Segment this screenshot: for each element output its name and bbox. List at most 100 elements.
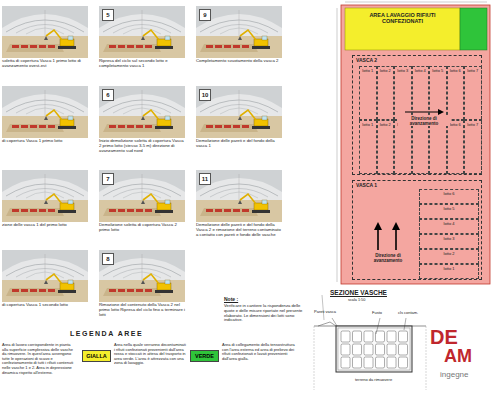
illustration-panel: 9Completamento svuotamento della vasca 2	[196, 6, 282, 65]
drum-symbol	[376, 344, 385, 355]
lot-box: lotto 1	[359, 66, 377, 120]
legend-description: Area di lavoro corrispondente in pianta …	[2, 343, 76, 375]
legend-text: GIALLA	[86, 353, 106, 359]
lot-box: lotto 6	[419, 189, 479, 204]
lot-label: lotto 2	[378, 67, 394, 73]
panel-caption: Demolizione delle pareti e del fondo del…	[196, 139, 282, 149]
panel-caption: Demolizione delle pareti e del fondo del…	[196, 223, 282, 238]
section-label: cls contam.	[398, 311, 424, 316]
drum-symbol	[399, 344, 408, 355]
legend-text: VERDE	[195, 353, 214, 359]
lot-label: lotto 2	[378, 121, 394, 127]
section-label: Pareti vasca	[314, 310, 338, 315]
lot-label: lotto 4	[413, 67, 429, 73]
drum-symbol	[341, 331, 350, 342]
site-illustration	[2, 6, 88, 58]
site-illustration	[2, 86, 88, 138]
illustration-panel: 11Demolizione delle pareti e del fondo d…	[196, 170, 282, 239]
legend-swatch: GIALLA	[82, 350, 111, 362]
section-title: SEZIONE VASCHE	[330, 289, 400, 296]
drum-symbol	[364, 344, 373, 355]
lot-box: lotto 7	[464, 66, 482, 120]
drum-symbol	[376, 357, 385, 368]
site-illustration	[2, 250, 88, 302]
site-illustration	[196, 6, 282, 58]
illustration-panel: soletta di copertura Vasca 1 primo lotto…	[2, 6, 88, 70]
lot-label: lotto 3	[420, 235, 478, 241]
lot-box: lotto 6	[447, 120, 465, 174]
lot-label: lotto 2	[420, 250, 478, 256]
panel-caption: di copertura Vasca 1 secondo lotto	[2, 303, 88, 308]
lot-label: lotto 4	[420, 220, 478, 226]
site-illustration	[99, 6, 185, 58]
lot-label: lotto 1	[360, 121, 376, 127]
area-label: AREA LAVAGGIO RIFIUTI CONFEZIONATI	[368, 12, 438, 25]
lot-box: lotto 4	[412, 120, 430, 174]
panel-caption: Demolizione soletta di copertura Vasca 2…	[99, 223, 185, 233]
lot-box: lotto 5	[429, 120, 447, 174]
illustration-panel: 7Demolizione soletta di copertura Vasca …	[99, 170, 185, 234]
lot-label: lotto 1	[360, 67, 376, 73]
tank-region: VASCA 2lotto 1lotto 2lotto 3lotto 4lotto…	[352, 55, 482, 175]
direction-label: Direzione di avanzamento	[364, 253, 412, 263]
drum-symbol	[353, 357, 362, 368]
lot-box: lotto 2	[377, 66, 395, 120]
lot-label: lotto 6	[448, 67, 464, 73]
illustration-panel: 5Ripresa del ciclo sul secondo lotto e c…	[99, 6, 185, 70]
drum-symbol	[387, 331, 396, 342]
drum-symbol	[341, 357, 350, 368]
section-label: terreno da rimuovere	[355, 378, 405, 383]
site-illustration	[99, 170, 185, 222]
illustration-panel: di copertura Vasca 1 secondo lotto	[2, 250, 88, 309]
tank-label: VASCA 1	[353, 181, 481, 189]
illustration-panel: 10Demolizione delle pareti e del fondo d…	[196, 86, 282, 150]
callout-number: 8	[102, 253, 114, 265]
legend-description: Area di collegamento della tensostruttur…	[222, 343, 298, 361]
lot-label: lotto 5	[430, 67, 446, 73]
site-illustration	[99, 250, 185, 302]
scale-label: scala 1:50	[348, 298, 388, 302]
lot-box: lotto 5	[419, 204, 479, 219]
callout-number: 5	[102, 9, 114, 21]
drum-symbol	[399, 331, 408, 342]
tank-label: VASCA 2	[353, 56, 481, 64]
panel-caption: Completamento svuotamento della vasca 2	[196, 59, 282, 64]
site-illustration	[99, 86, 185, 138]
callout-number: 7	[102, 173, 114, 185]
site-illustration	[196, 170, 282, 222]
drum-symbol	[364, 357, 373, 368]
callout-number: 9	[199, 9, 211, 21]
lot-box: lotto 2	[377, 120, 395, 174]
lot-box: lotto 4	[419, 219, 479, 234]
logo-text: ingegne	[440, 370, 492, 379]
lot-label: lotto 5	[420, 205, 478, 211]
legend-title: LEGENDA AREE	[70, 330, 170, 338]
lot-label: lotto 7	[465, 67, 481, 73]
callout-number: 10	[199, 89, 211, 101]
lot-box: lotto 6	[447, 66, 465, 120]
drum-symbol	[353, 344, 362, 355]
panel-caption: soletta di copertura Vasca 1 primo lotto…	[2, 59, 88, 69]
lot-label: lotto 1	[420, 265, 478, 271]
lot-label: lotto 7	[465, 121, 481, 127]
illustration-panel: zione delle vasca 1 del primo lotto	[2, 170, 88, 229]
panel-caption: Inizio demolizione soletta di copertura …	[99, 139, 185, 154]
lot-box: lotto 4	[412, 66, 430, 120]
drum-symbol	[376, 331, 385, 342]
illustration-panel: 6Inizio demolizione soletta di copertura…	[99, 86, 185, 155]
lot-box: lotto 2	[419, 249, 479, 264]
drum-symbol	[364, 331, 373, 342]
legend-swatch: VERDE	[190, 350, 219, 362]
lot-box: lotto 1	[419, 264, 479, 279]
lot-box: lotto 5	[429, 66, 447, 120]
drum-symbol	[387, 344, 396, 355]
lot-box: lotto 3	[419, 234, 479, 249]
panel-caption: Ripresa del ciclo sul secondo lotto e co…	[99, 59, 185, 69]
tank-region: VASCA 1lotto 6lotto 5 lotto 4 lotto 3 lotto…	[352, 180, 482, 280]
site-illustration	[2, 170, 88, 222]
direction-label: Direzione di avanzamento	[398, 116, 450, 126]
illustration-panel: 8Rimozione del contenuto della Vasca 2 n…	[99, 250, 185, 319]
drum-symbol	[399, 357, 408, 368]
illustration-panel: di copertura Vasca 1 primo lotto	[2, 86, 88, 145]
lot-box: lotto 3	[394, 66, 412, 120]
